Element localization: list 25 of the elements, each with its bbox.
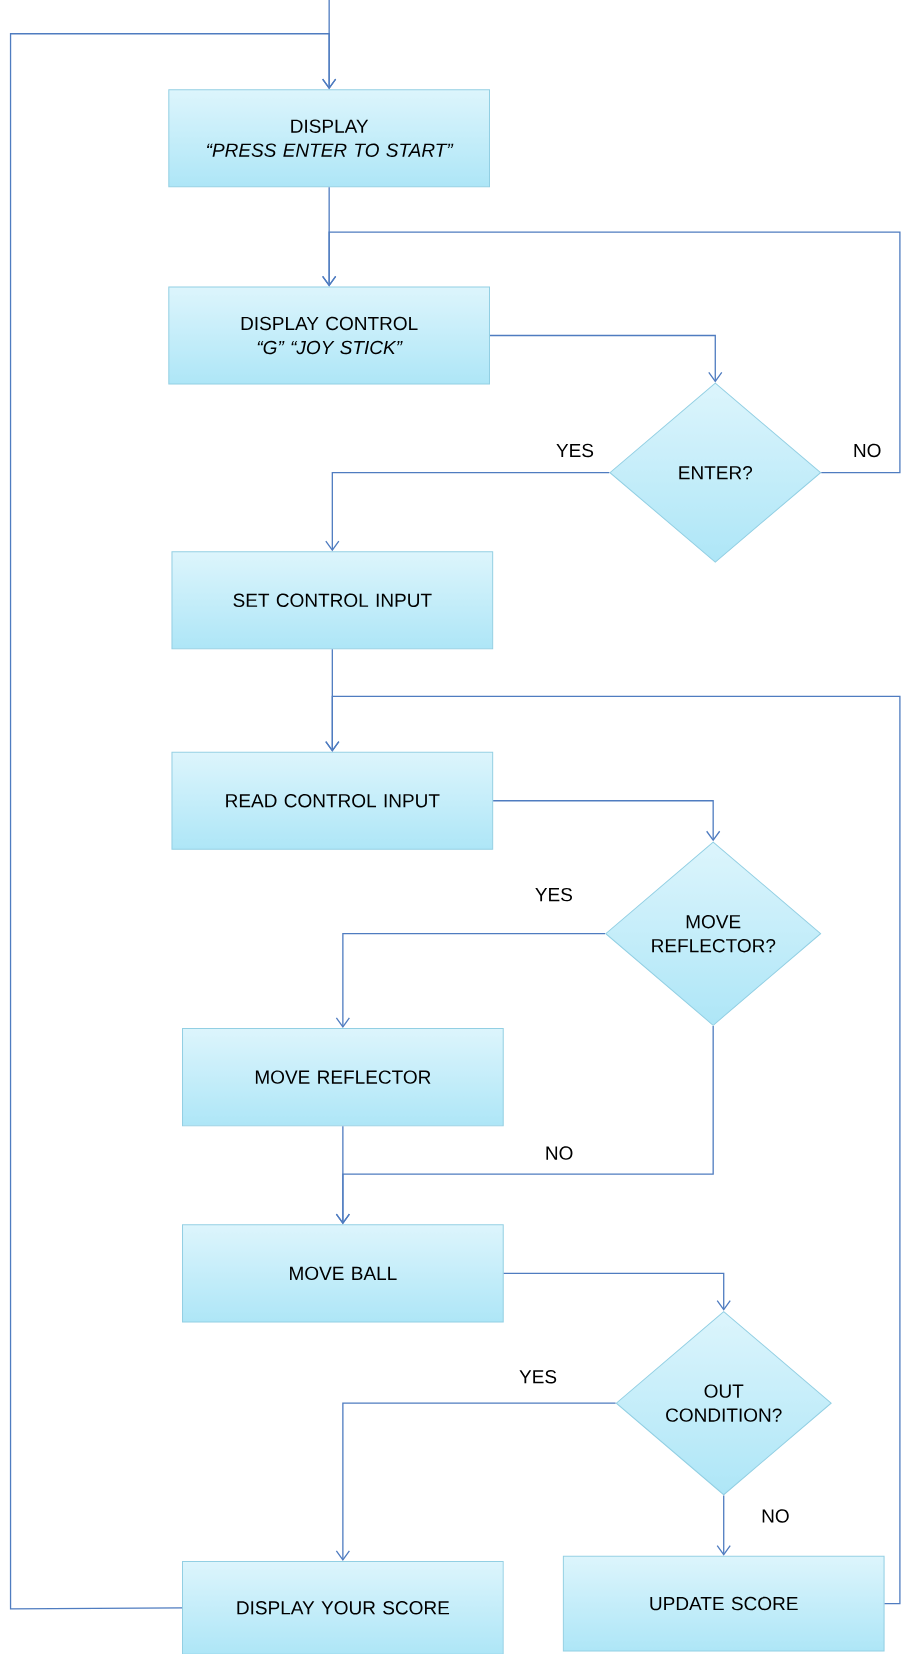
arrow	[335, 1402, 617, 1561]
edge-label: NO	[759, 1507, 792, 1525]
process-box: MOVE REFLECTOR	[182, 1028, 504, 1127]
process-box: DISPLAY YOUR SCORE	[182, 1560, 504, 1654]
arrow	[716, 1494, 731, 1556]
edge-label: NO	[850, 441, 884, 460]
arrow	[9, 33, 337, 1610]
edge-label: YES	[517, 1368, 560, 1386]
arrow	[325, 472, 610, 552]
edge-label: YES	[553, 441, 596, 460]
arrow	[503, 1272, 731, 1311]
process-box: DISPLAY CONTROL “G” “JOY STICK”	[168, 286, 490, 385]
arrow	[335, 1125, 351, 1225]
edge-label: YES	[532, 885, 575, 904]
edge-label: NO	[542, 1144, 576, 1162]
arrow	[325, 695, 901, 1605]
process-box: READ CONTROL INPUT	[171, 751, 494, 850]
arrow	[492, 800, 721, 842]
process-box: SET CONTROL INPUT	[171, 551, 494, 650]
arrow	[322, 231, 901, 474]
arrow	[489, 334, 723, 383]
process-box: DISPLAY “PRESS ENTER TO START”	[168, 89, 490, 188]
process-box: MOVE BALL	[182, 1224, 504, 1323]
arrow	[335, 933, 606, 1029]
process-box: UPDATE SCORE	[562, 1555, 885, 1652]
